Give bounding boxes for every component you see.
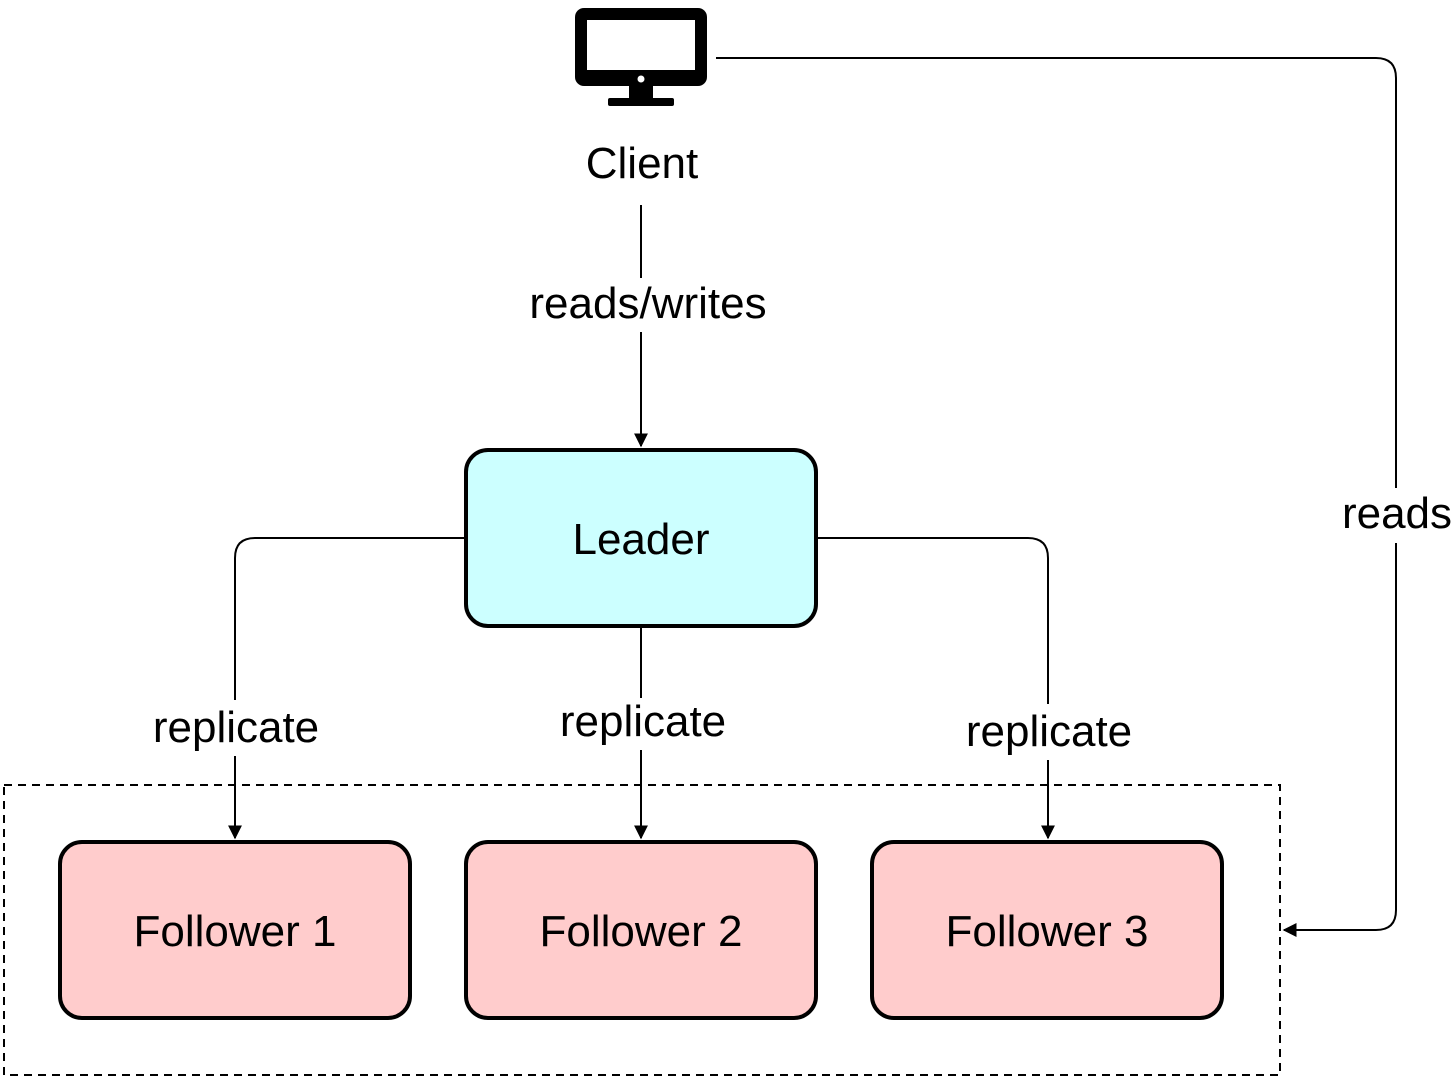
edge-label-replicate-2: replicate xyxy=(560,697,726,746)
follower-label-2: Follower 2 xyxy=(540,907,743,956)
edge-replicate-2: replicate xyxy=(560,626,726,840)
edge-label-replicate-1: replicate xyxy=(153,703,319,752)
follower-box-1 xyxy=(58,840,412,1020)
follower-box-2 xyxy=(464,840,818,1020)
follower-box-3 xyxy=(870,840,1224,1020)
follower-label-3: Follower 3 xyxy=(946,907,1149,956)
client-label: Client xyxy=(586,139,699,188)
edge-client-to-followers: reads xyxy=(716,57,1452,937)
edge-label-reads-writes: reads/writes xyxy=(529,279,766,328)
monitor-icon xyxy=(575,8,707,106)
edge-label-reads: reads xyxy=(1342,489,1452,538)
edge-replicate-3: replicate xyxy=(817,537,1132,840)
edge-label-replicate-3: replicate xyxy=(966,707,1132,756)
leader-box xyxy=(464,448,818,628)
follower-label-1: Follower 1 xyxy=(134,907,337,956)
edge-replicate-1: replicate xyxy=(153,537,466,840)
edge-client-to-leader: reads/writes xyxy=(529,205,767,448)
follower-node-1: Follower 1 xyxy=(58,840,412,1020)
follower-node-2: Follower 2 xyxy=(464,840,818,1020)
follower-node-3: Follower 3 xyxy=(870,840,1224,1020)
leader-node: Leader xyxy=(464,448,818,628)
leader-label: Leader xyxy=(572,515,709,564)
